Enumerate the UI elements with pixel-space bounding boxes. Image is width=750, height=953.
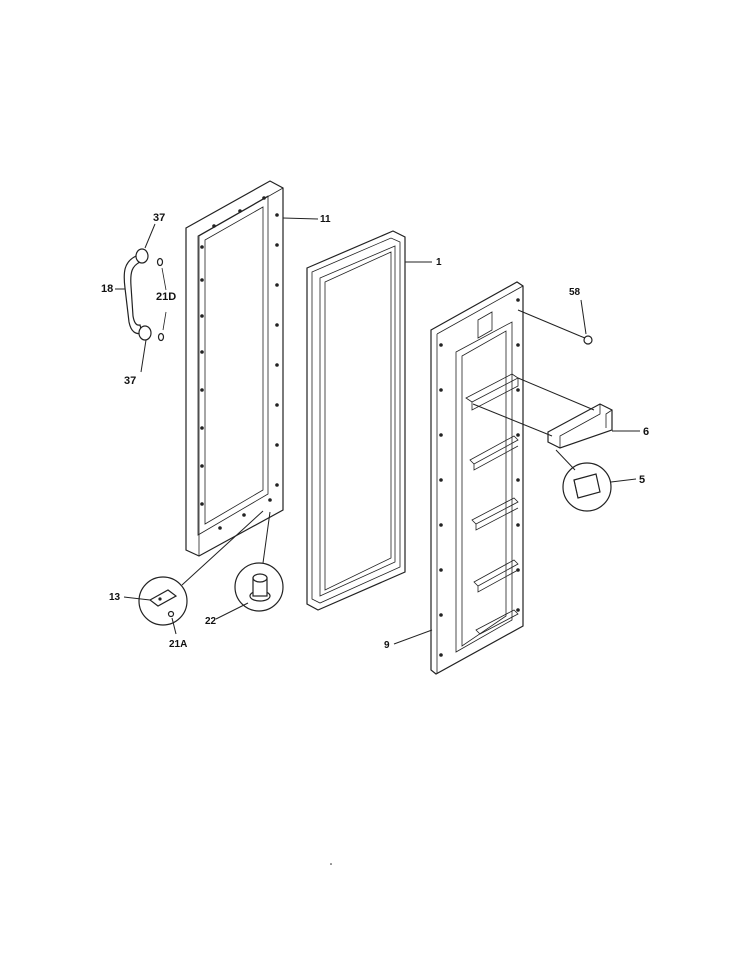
screw-58: [579, 335, 593, 345]
inner-door-liner-9: [430, 281, 524, 675]
callout-6: 6: [643, 426, 649, 438]
detail-circle-bushing-22: [234, 562, 284, 612]
leader-lines: [115, 217, 640, 645]
callout-18: 18: [101, 283, 113, 295]
handle-assembly-18: [123, 248, 167, 342]
callout-58: 58: [569, 287, 581, 298]
callout-5: 5: [639, 474, 645, 486]
callout-22: 22: [205, 616, 217, 627]
callout-labels: 37 11 1 18 21D 37 58 6 5 13 21A 22 9: [101, 212, 649, 651]
detail-circle-hinge-13: [138, 576, 188, 626]
callout-1: 1: [436, 257, 442, 268]
callout-11: 11: [320, 214, 331, 225]
callout-37-top: 37: [153, 212, 165, 224]
door-gasket-1: [306, 230, 406, 611]
callout-9: 9: [384, 640, 390, 651]
shelf-bar-6: [547, 403, 613, 449]
callout-21a: 21A: [169, 639, 187, 650]
stray-mark: [330, 863, 332, 865]
door-panel-11: [185, 180, 284, 557]
callout-21d: 21D: [156, 291, 176, 303]
callout-13: 13: [109, 592, 121, 603]
panel-holes: [200, 196, 279, 530]
callout-37-bottom: 37: [124, 375, 136, 387]
liner-holes: [439, 298, 520, 657]
detail-circle-5: [562, 462, 612, 512]
liner-shelves: [465, 373, 519, 635]
